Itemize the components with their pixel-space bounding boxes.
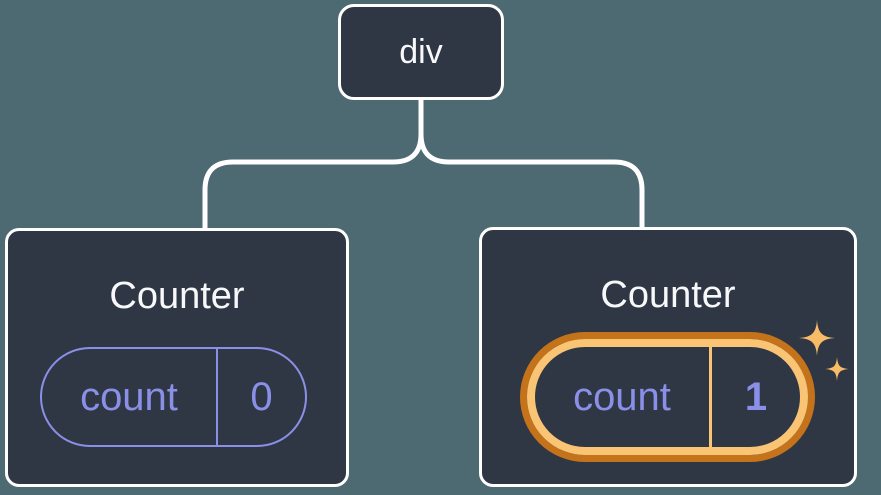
connector-branch-right (418, 131, 645, 234)
state-label: count (80, 374, 178, 419)
sparkles-icon (799, 320, 849, 381)
state-value: 1 (709, 347, 800, 447)
root-node-label: div (399, 33, 443, 71)
component-title: Counter (109, 275, 245, 317)
component-card-counter-1: Counter count 0 (5, 228, 349, 487)
sparkle-small (825, 357, 849, 381)
state-value: 0 (216, 349, 305, 445)
connector-branch-left (202, 131, 424, 234)
state-label: count (573, 374, 671, 419)
state-pill: count 0 (40, 347, 307, 447)
component-card-counter-2: Counter count 1 (479, 227, 857, 487)
root-node-div: div (338, 4, 504, 100)
sparkle-large (799, 320, 835, 356)
highlighted-state-pill: count 1 (527, 339, 808, 455)
component-title: Counter (600, 274, 736, 316)
